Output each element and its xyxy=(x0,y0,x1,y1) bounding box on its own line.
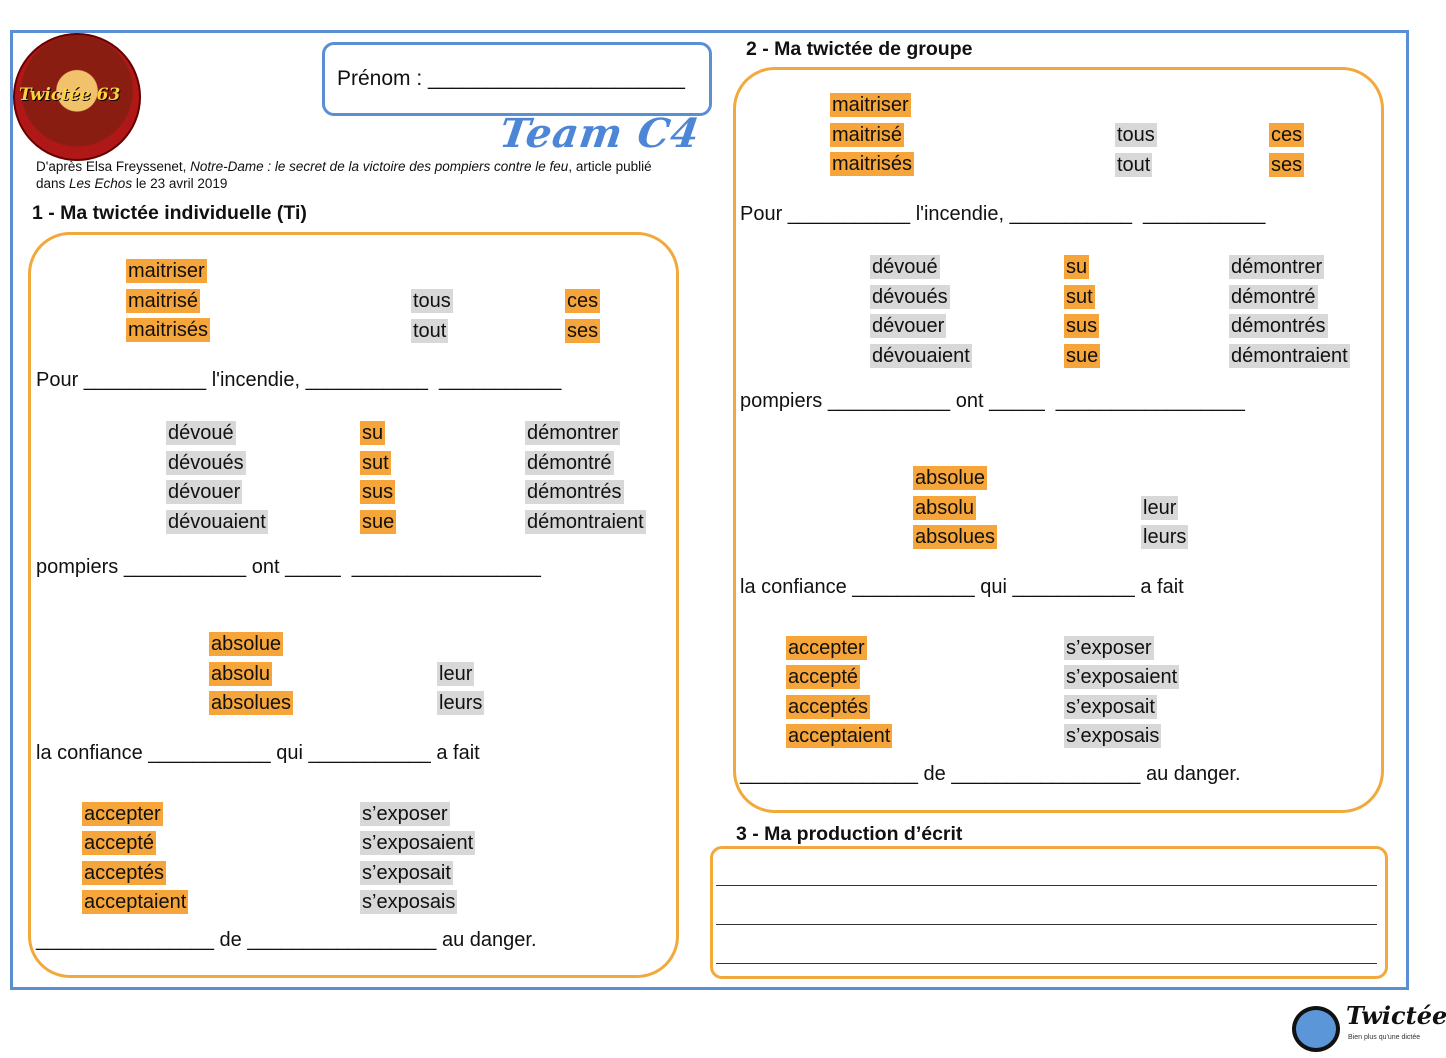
twictee63-logo: Twictée 63 xyxy=(13,33,141,161)
word-choice[interactable]: démontrés xyxy=(1229,314,1328,339)
word-choice[interactable]: démontrer xyxy=(525,421,621,445)
word-choice[interactable]: démontrés xyxy=(525,480,624,505)
page-frame xyxy=(10,30,1409,990)
name-field[interactable]: Prénom : ______________________ xyxy=(337,67,685,90)
team-title: Team C4 xyxy=(496,110,703,157)
word-choice[interactable]: acceptés xyxy=(82,860,167,885)
word-choice[interactable]: démontraient xyxy=(1229,344,1350,369)
sentence-line[interactable]: Pour ___________ l'incendie, ___________… xyxy=(36,369,562,391)
word-choice[interactable]: sus xyxy=(1064,314,1100,339)
sentence-line[interactable]: la confiance ___________ qui ___________… xyxy=(36,742,480,764)
word-choice[interactable]: s’exposaient xyxy=(360,831,476,856)
word-choice[interactable]: accepté xyxy=(786,665,861,690)
word-choice[interactable]: su xyxy=(360,421,386,445)
word-choice[interactable]: sut xyxy=(360,450,391,475)
sentence-line[interactable]: ________________ de _________________ au… xyxy=(740,763,1241,785)
word-choice[interactable]: maitrisé xyxy=(126,288,201,313)
word-choice[interactable]: tout xyxy=(1115,153,1153,177)
word-choice[interactable]: s’exposait xyxy=(360,860,453,885)
publication-name: Les Echos xyxy=(69,176,133,191)
word-choice[interactable]: ses xyxy=(1269,153,1305,177)
word-choice[interactable]: démontré xyxy=(525,450,614,475)
credit-text: D'après Elsa Freyssenet, xyxy=(36,159,191,174)
word-choice[interactable]: sus xyxy=(360,480,396,505)
sentence-line[interactable]: la confiance ___________ qui ___________… xyxy=(740,576,1184,598)
individual-twictee-box xyxy=(28,232,679,978)
credit-text: le 23 avril 2019 xyxy=(132,176,228,191)
name-box[interactable]: Prénom : ______________________ xyxy=(322,42,712,116)
group-twictee-box xyxy=(733,67,1384,813)
word-choice[interactable]: leur xyxy=(1141,496,1179,520)
word-choice[interactable]: absolues xyxy=(913,525,998,549)
word-choice[interactable]: démontraient xyxy=(525,510,646,535)
word-choice[interactable]: maitrisé xyxy=(830,122,905,147)
word-choice[interactable]: absolu xyxy=(209,661,272,686)
word-choice[interactable]: s’exposais xyxy=(360,889,458,914)
word-choice[interactable]: ces xyxy=(565,289,601,313)
sentence-line[interactable]: Pour ___________ l'incendie, ___________… xyxy=(740,203,1266,225)
sentence-line[interactable]: pompiers ___________ ont _____ _________… xyxy=(740,390,1245,412)
word-choice[interactable]: sut xyxy=(1064,284,1095,309)
word-choice[interactable]: s’exposais xyxy=(1064,723,1162,748)
word-choice[interactable]: maitriser xyxy=(126,259,207,283)
logo-text: Twictée 63 xyxy=(19,85,121,105)
word-choice[interactable]: dévoués xyxy=(166,450,246,475)
word-choice[interactable]: démontrer xyxy=(1229,255,1325,279)
word-choice[interactable]: tous xyxy=(411,289,453,313)
section-2-title: 2 - Ma twictée de groupe xyxy=(746,38,973,60)
article-title: Notre-Dame : le secret de la victoire de… xyxy=(190,159,569,174)
word-choice[interactable]: ses xyxy=(565,319,601,343)
word-choice[interactable]: tout xyxy=(411,319,449,343)
word-choice[interactable]: dévouer xyxy=(166,480,243,505)
sentence-line[interactable]: pompiers ___________ ont _____ _________… xyxy=(36,556,541,578)
word-choice[interactable]: accepter xyxy=(786,636,867,660)
writing-production-box[interactable] xyxy=(710,846,1388,979)
word-choice[interactable]: dévoué xyxy=(166,421,236,445)
twictee-hat-icon xyxy=(1292,1006,1340,1052)
word-choice[interactable]: sue xyxy=(1064,344,1101,369)
word-choice[interactable]: acceptaient xyxy=(82,889,189,914)
word-choice[interactable]: leur xyxy=(437,662,475,686)
word-choice[interactable]: s’exposer xyxy=(360,802,450,826)
writing-line[interactable] xyxy=(716,885,1377,886)
word-choice[interactable]: accepter xyxy=(82,802,163,826)
word-choice[interactable]: absolue xyxy=(913,466,988,490)
sentence-line[interactable]: ________________ de _________________ au… xyxy=(36,929,537,951)
word-choice[interactable]: absolues xyxy=(209,691,294,715)
word-choice[interactable]: tous xyxy=(1115,123,1157,147)
word-choice[interactable]: dévoué xyxy=(870,255,940,279)
word-choice[interactable]: s’exposaient xyxy=(1064,665,1180,690)
credit-text: , article publié xyxy=(568,159,652,174)
word-choice[interactable]: acceptaient xyxy=(786,723,893,748)
word-choice[interactable]: s’exposer xyxy=(1064,636,1154,660)
word-choice[interactable]: maitrisés xyxy=(830,152,915,176)
word-choice[interactable]: absolu xyxy=(913,495,976,520)
word-choice[interactable]: démontré xyxy=(1229,284,1318,309)
writing-line[interactable] xyxy=(716,963,1377,964)
word-choice[interactable]: s’exposait xyxy=(1064,694,1157,719)
footer-tagline: Bien plus qu'une dictée xyxy=(1348,1034,1421,1041)
word-choice[interactable]: accepté xyxy=(82,831,157,856)
word-choice[interactable]: dévouaient xyxy=(870,344,972,369)
word-choice[interactable]: dévouer xyxy=(870,314,947,339)
section-1-title: 1 - Ma twictée individuelle (Ti) xyxy=(32,202,307,224)
word-choice[interactable]: maitrisés xyxy=(126,318,211,342)
source-credit: D'après Elsa Freyssenet, Notre-Dame : le… xyxy=(36,158,652,192)
word-choice[interactable]: dévouaient xyxy=(166,510,268,535)
credit-text: dans xyxy=(36,176,70,191)
word-choice[interactable]: sue xyxy=(360,510,397,535)
word-choice[interactable]: leurs xyxy=(1141,525,1189,549)
word-choice[interactable]: maitriser xyxy=(830,93,911,117)
footer-brand: Twictée xyxy=(1346,1001,1446,1030)
writing-line[interactable] xyxy=(716,924,1377,925)
word-choice[interactable]: acceptés xyxy=(786,694,871,719)
word-choice[interactable]: dévoués xyxy=(870,284,950,309)
section-3-title: 3 - Ma production d’écrit xyxy=(736,823,963,845)
word-choice[interactable]: absolue xyxy=(209,632,284,656)
word-choice[interactable]: su xyxy=(1064,255,1090,279)
word-choice[interactable]: leurs xyxy=(437,691,485,715)
word-choice[interactable]: ces xyxy=(1269,123,1305,147)
